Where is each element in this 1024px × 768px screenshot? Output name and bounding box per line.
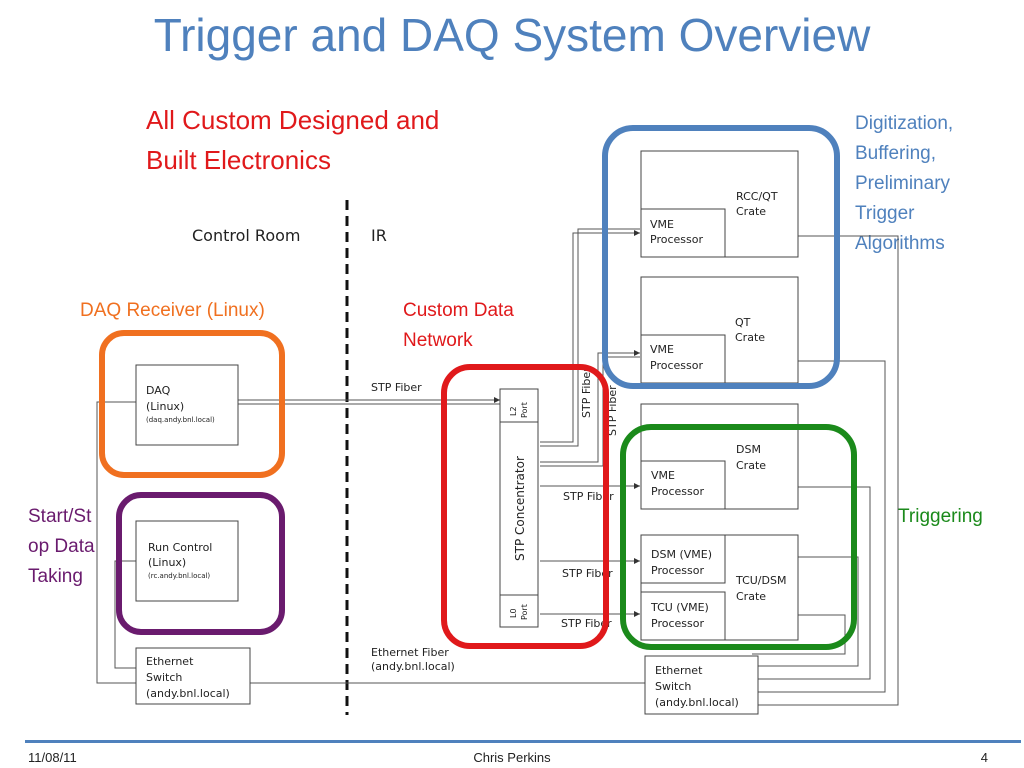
custom-electronics-line-1: All Custom Designed and	[146, 105, 440, 135]
custom-network-line: Custom Data	[403, 300, 514, 321]
stp-concentrator-box	[499, 388, 539, 628]
digitization-line: Buffering,	[855, 143, 936, 164]
crate-label: DSM	[736, 443, 761, 456]
crate-label: TCU/DSM	[735, 574, 786, 587]
stp-fiber-label: STP Fiber	[606, 385, 619, 436]
custom-electronics-line-2: Built Electronics	[146, 145, 331, 175]
crate-label: Crate	[736, 205, 766, 218]
vme-processor-box	[640, 208, 726, 258]
slide-title: Trigger and DAQ System Overview	[153, 9, 871, 61]
footer-divider	[25, 740, 1021, 743]
ethernet-fiber-label: Ethernet Fiber	[371, 646, 449, 659]
dsm-vme-processor-box	[640, 534, 726, 584]
ethernet-switch-text: Switch	[655, 680, 691, 693]
l0-port-label: Port	[520, 604, 529, 620]
start-stop-line: op Data	[28, 536, 95, 557]
network-highlight	[441, 364, 609, 649]
crate-label: Crate	[736, 459, 766, 472]
footer-author: Chris Perkins	[473, 750, 551, 765]
start-stop-callout: Start/St op Data Taking	[28, 502, 95, 592]
vme-label: TCU (VME)	[650, 601, 709, 614]
footer-page-number: 4	[980, 750, 988, 765]
crate-label: RCC/QT	[736, 190, 778, 203]
daq-host: (daq.andy.bnl.local)	[146, 416, 215, 424]
run-control-highlight	[116, 492, 285, 635]
ethernet-switch-text: (andy.bnl.local)	[146, 687, 230, 700]
vme-label: Processor	[651, 485, 704, 498]
stp-fiber-label: STP Fiber	[580, 367, 593, 418]
stp-concentrator-label: STP Concentrator	[513, 456, 527, 561]
footer-date: 11/08/11	[28, 750, 77, 765]
stp-fiber-label: STP Fiber	[562, 567, 613, 580]
custom-data-network-callout: Custom Data Network	[403, 296, 514, 356]
custom-electronics-callout: All Custom Designed and Built Electronic…	[146, 100, 439, 180]
crate-label: Crate	[736, 590, 766, 603]
crate-label: Crate	[735, 331, 765, 344]
digitization-line: Algorithms	[855, 233, 945, 254]
digitization-line: Preliminary	[855, 173, 951, 194]
crate-label: QT	[735, 316, 751, 329]
stp-fiber-label: STP Fiber	[561, 617, 612, 630]
digitization-highlight	[602, 125, 840, 389]
run-control-host: (rc.andy.bnl.local)	[148, 572, 210, 580]
vme-label: Processor	[650, 359, 703, 372]
vme-label: VME	[651, 469, 675, 482]
custom-network-line: Network	[403, 330, 473, 351]
ethernet-switch-right	[644, 655, 759, 715]
run-control-name: Run Control	[148, 541, 212, 554]
ethernet-fiber-host: (andy.bnl.local)	[371, 660, 455, 673]
tcu-vme-processor-box	[640, 591, 726, 641]
ethernet-switch-text: Ethernet	[146, 655, 194, 668]
l2-port-label: Port	[520, 402, 529, 418]
ethernet-switch-left	[135, 647, 251, 705]
vme-processor-box	[640, 334, 726, 384]
triggering-callout: Triggering	[898, 506, 983, 527]
daq-highlight	[99, 330, 285, 478]
digitization-callout: Digitization, Buffering, Preliminary Tri…	[855, 109, 953, 259]
ethernet-switch-text: (andy.bnl.local)	[655, 696, 739, 709]
run-control-os: (Linux)	[148, 556, 186, 569]
vme-label: Processor	[651, 617, 704, 630]
start-stop-line: Start/St	[28, 506, 92, 527]
ethernet-switch-text: Switch	[146, 671, 182, 684]
run-control-box	[135, 520, 239, 602]
control-room-label: Control Room	[192, 226, 300, 245]
vme-label: DSM (VME)	[651, 548, 712, 561]
vme-label: Processor	[651, 564, 704, 577]
daq-name: DAQ	[146, 384, 171, 397]
vme-label: VME	[650, 218, 674, 231]
vme-label: Processor	[650, 233, 703, 246]
stp-fiber-label: STP Fiber	[563, 490, 614, 503]
daq-os: (Linux)	[146, 400, 184, 413]
ir-label: IR	[371, 226, 387, 245]
digitization-line: Trigger	[855, 203, 915, 224]
digitization-line: Digitization,	[855, 113, 954, 134]
vme-processor-box	[640, 460, 726, 510]
daq-box	[135, 364, 239, 446]
l2-port-label: L2	[509, 406, 518, 416]
daq-receiver-callout: DAQ Receiver (Linux)	[80, 300, 265, 321]
triggering-highlight	[620, 424, 857, 650]
start-stop-line: Taking	[28, 566, 83, 587]
stp-fiber-label: STP Fiber	[371, 381, 422, 394]
vme-label: VME	[650, 343, 674, 356]
ethernet-switch-text: Ethernet	[655, 664, 703, 677]
l0-port-label: L0	[509, 608, 518, 618]
